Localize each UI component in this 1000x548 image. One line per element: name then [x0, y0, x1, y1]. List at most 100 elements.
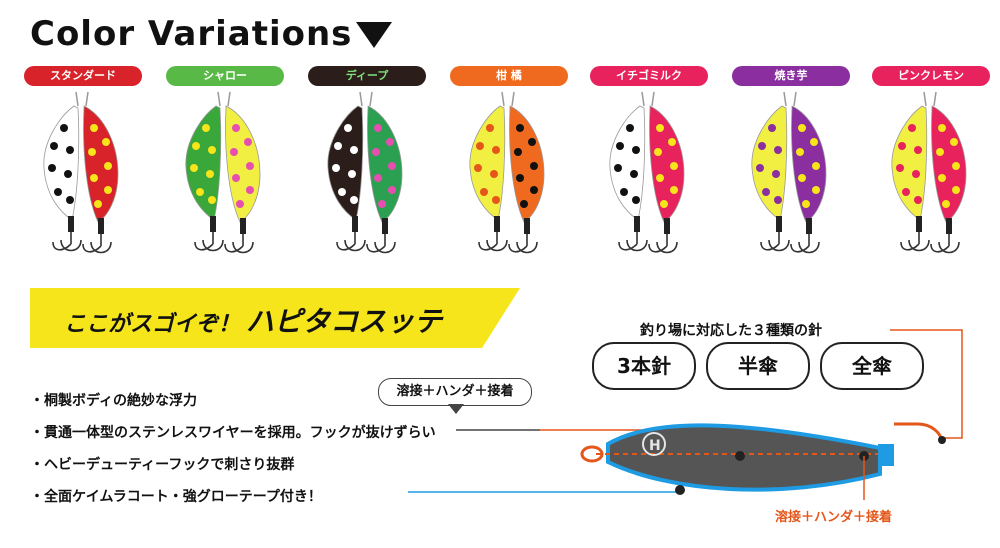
triangle-down-icon [356, 22, 392, 48]
hooks-connector-line [890, 329, 963, 439]
lure-dot [332, 164, 340, 172]
hook-icon [790, 234, 820, 254]
lure-dot [94, 200, 102, 208]
lure-dot [60, 124, 68, 132]
feature-item: ・桐製ボディの絶妙な浮力 [30, 393, 198, 409]
lure-dot [614, 164, 622, 172]
hook-icon [930, 234, 960, 254]
lure-dot [90, 174, 98, 182]
eye-loop [580, 445, 604, 463]
lure-dot [492, 146, 500, 154]
callout-top: 溶接＋ハンダ＋接着 [378, 378, 532, 406]
lure-dot [64, 170, 72, 178]
lure-dot [88, 148, 96, 156]
lure-dot [632, 146, 640, 154]
lure-dot [772, 170, 780, 178]
hook-icon [648, 234, 678, 254]
lure-dot [654, 148, 662, 156]
lure-dot [196, 188, 204, 196]
lure-dot [626, 124, 634, 132]
lure-dot [66, 146, 74, 154]
lure-dot [798, 124, 806, 132]
coating-dot [675, 485, 685, 495]
lure-dot [476, 142, 484, 150]
lure-dot [334, 142, 342, 150]
lure-dot [908, 124, 916, 132]
lure-left-body [185, 105, 222, 221]
lure-dot [90, 124, 98, 132]
lure-dot [802, 200, 810, 208]
lure-dot [530, 186, 538, 194]
callout-top-pointer [448, 404, 464, 414]
lure-dot [230, 148, 238, 156]
color-variation-label: スタンダード [24, 66, 142, 86]
lure-dot [810, 138, 818, 146]
color-variation: スタンダード [20, 66, 160, 256]
color-variation-label: ディープ [308, 66, 426, 86]
lure-dot [490, 170, 498, 178]
lure-dot [796, 148, 804, 156]
color-variation: ディープ [304, 66, 444, 256]
callout-bottom: 溶接＋ハンダ＋接着 [775, 510, 893, 525]
banner-shape [30, 288, 520, 348]
lure-dot [938, 174, 946, 182]
wire-joint-dot [735, 451, 745, 461]
lure-dot [516, 124, 524, 132]
lure-dot [246, 162, 254, 170]
hook-icon [618, 232, 648, 252]
lure-dot [372, 148, 380, 156]
hook-icon [900, 232, 930, 252]
lure-dot [102, 138, 110, 146]
color-variation: イチゴミルク [586, 66, 726, 256]
lure-dot [670, 162, 678, 170]
banner-text: ここがスゴイぞ！ハピタコスッテ [64, 300, 442, 340]
lure-dot [902, 188, 910, 196]
lure-dot [104, 162, 112, 170]
lure-dot [480, 188, 488, 196]
lure-dot [768, 124, 776, 132]
lure-dot [388, 162, 396, 170]
hook-icon [366, 234, 396, 254]
lure-dot [762, 188, 770, 196]
lure-dot [950, 138, 958, 146]
lure-pair-image [609, 91, 685, 254]
hook-icon [760, 232, 790, 252]
body-mark: H [649, 438, 661, 454]
lure-left-body [43, 105, 80, 221]
lure-dot [516, 174, 524, 182]
lure-dot [912, 170, 920, 178]
lure-pair-image [185, 91, 261, 254]
lure-dot [668, 138, 676, 146]
lure-dot [656, 174, 664, 182]
lure-dot [378, 200, 386, 208]
color-variation-label: 柑 橘 [450, 66, 568, 86]
feature-item: ・ヘビーデューティーフックで刺さり抜群 [30, 457, 295, 473]
lure-dot [632, 196, 640, 204]
lure-left-body [609, 105, 646, 221]
hook-icon [224, 234, 254, 254]
feature-banner [30, 288, 520, 348]
lure-dot [66, 196, 74, 204]
lure-dot [630, 170, 638, 178]
lure-pair-image [891, 91, 967, 254]
color-variation: シャロー [162, 66, 302, 256]
lure-dot [54, 188, 62, 196]
lure-dot [350, 196, 358, 204]
tail-tube [878, 444, 894, 466]
hook-option-half-umbrella: 半傘 [706, 342, 810, 390]
lure-dot [942, 200, 950, 208]
lure-dot [206, 170, 214, 178]
lure-left-body [469, 105, 506, 221]
lure-dot [914, 196, 922, 204]
lure-left-body [751, 105, 788, 221]
lure-dot [232, 174, 240, 182]
lure-pair-image [469, 91, 545, 254]
color-variation: 柑 橘 [446, 66, 586, 256]
lure-dot [374, 174, 382, 182]
lure-dot [656, 124, 664, 132]
lure-dot [758, 142, 766, 150]
lure-dot [48, 164, 56, 172]
lure-dot [774, 196, 782, 204]
feature-item: ・全面ケイムラコート・強グローテープ付き！ [30, 489, 322, 505]
